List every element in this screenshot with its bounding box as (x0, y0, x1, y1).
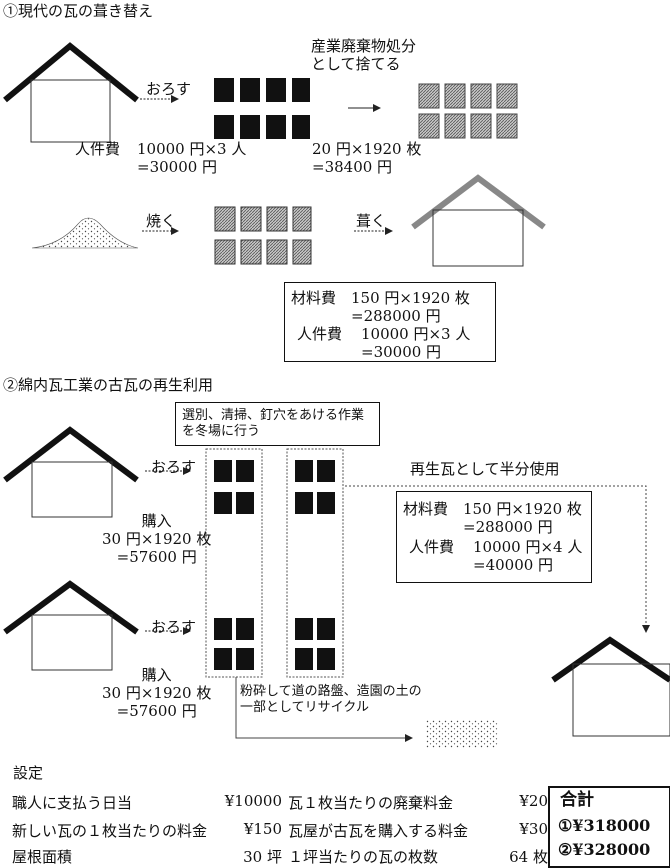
setting-label: 職人に支払う日当 (12, 792, 132, 813)
setting-value: ¥20 (490, 792, 548, 810)
setting-value: ¥30 (490, 820, 548, 838)
old-tiles-left (214, 460, 254, 670)
total-line-1: ①¥318000 (558, 817, 650, 835)
settings-title: 設定 (13, 764, 43, 782)
setting-label: 瓦屋が古瓦を購入する料金 (288, 820, 468, 841)
cost2-material-calc: 150 円×1920 枚 =288000 円 (463, 500, 582, 536)
total-line-2: ②¥328000 (558, 841, 650, 859)
setting-value: 30 坪 (215, 846, 282, 867)
remove-label-2b: おろす (151, 618, 196, 636)
cost1-material-calc: 150 円×1920 枚 =288000 円 (351, 289, 470, 325)
reuse-label: 再生瓦として半分使用 (410, 460, 560, 478)
cost2-labor-label: 人件費 (409, 538, 454, 556)
cost1-labor-label: 人件費 (297, 325, 342, 343)
section2-title: ②綿内瓦工業の古瓦の再生利用 (3, 376, 213, 394)
section1-title: ①現代の瓦の葺き替え (3, 2, 153, 20)
setting-value: ¥10000 (215, 792, 282, 810)
winter-note-box: 選別、清掃、釘穴をあける作業 を冬場に行う (175, 402, 380, 446)
disposal-label: 産業廃棄物処分 として捨てる (311, 37, 416, 73)
house-final-2 (553, 640, 670, 736)
purchase-calc-1: 購入 30 円×1920 枚 =57600 円 (102, 512, 211, 566)
clay-mound (32, 218, 138, 248)
setting-label: １坪当たりの瓦の枚数 (288, 846, 438, 867)
sort-column-right (287, 449, 343, 677)
cost2-labor-calc: 10000 円×4 人 =40000 円 (473, 538, 582, 574)
black-tiles-1 (214, 78, 310, 139)
purchase-calc-2: 購入 30 円×1920 枚 =57600 円 (102, 666, 211, 720)
house-old-2a (5, 430, 137, 517)
remove-label-2a: おろす (151, 458, 196, 476)
old-tiles-right (295, 460, 335, 670)
setting-value: ¥150 (215, 820, 282, 838)
labor-label-1: 人件費 (75, 140, 120, 158)
setting-label: 新しい瓦の１枚当たりの料金 (12, 820, 207, 841)
cost1-material-label: 材料費 (291, 289, 336, 307)
house-old-1 (5, 46, 137, 142)
house-new-1 (413, 178, 544, 266)
total-box: 合計 ①¥318000 ②¥328000 (548, 786, 670, 868)
crushed-tile-debris (426, 720, 498, 748)
new-tiles (215, 207, 311, 264)
setting-label: 瓦１枚当たりの廃棄料金 (288, 792, 453, 813)
grey-tiles-disposed (419, 84, 517, 138)
cost-box-2: 材料費 150 円×1920 枚 =288000 円 人件費 10000 円×4… (396, 491, 592, 583)
cost-box-1: 材料費 150 円×1920 枚 =288000 円 人件費 10000 円×3… (284, 282, 496, 362)
cost1-labor-calc: 10000 円×3 人 =30000 円 (361, 325, 470, 361)
winter-note: 選別、清掃、釘穴をあける作業 を冬場に行う (182, 408, 364, 440)
remove-label-1: おろす (146, 80, 191, 98)
bake-label: 焼く (146, 212, 176, 230)
roof-label: 葺く (356, 212, 386, 230)
recycle-note: 粉砕して道の路盤、造園の土の 一部としてリサイクル (240, 684, 422, 716)
cost2-material-label: 材料費 (403, 500, 448, 518)
setting-value: 64 枚 (490, 846, 548, 867)
total-title: 合計 (560, 791, 594, 809)
disposal-calc: 20 円×1920 枚 =38400 円 (312, 140, 421, 176)
sort-column-left (206, 449, 262, 677)
labor-calc-1: 10000 円×3 人 =30000 円 (137, 140, 246, 176)
setting-label: 屋根面積 (12, 846, 72, 867)
house-old-2b (5, 584, 137, 670)
